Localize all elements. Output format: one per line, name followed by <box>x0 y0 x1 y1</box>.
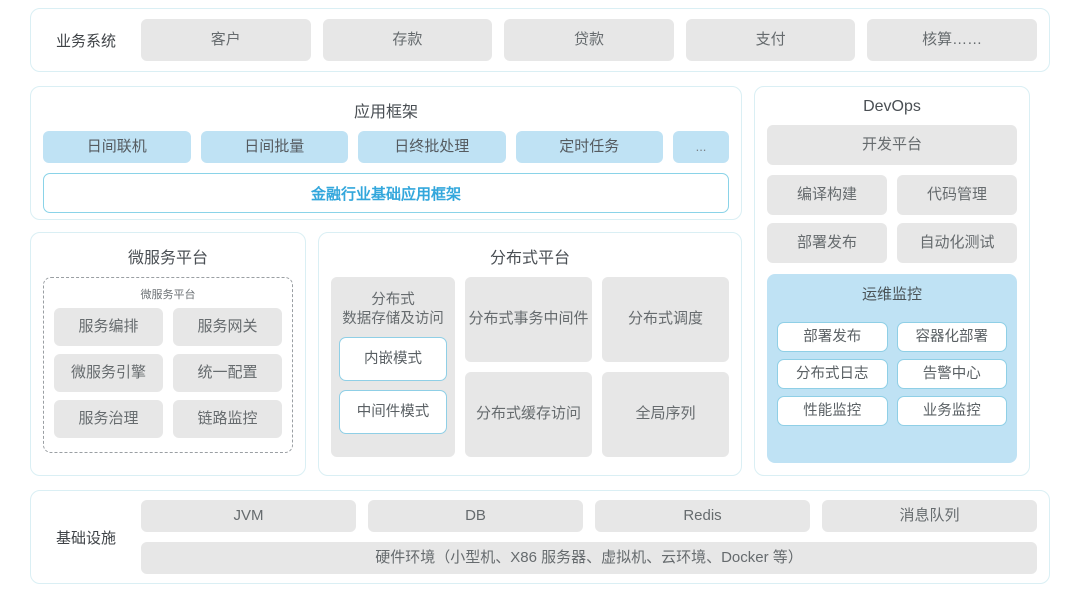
distributed-storage-mode-embedded[interactable]: 内嵌模式 <box>339 336 447 381</box>
middle-region: 应用框架 日间联机 日间批量 日终批处理 定时任务 ... 金融行业基础应用框架… <box>30 86 1050 476</box>
infra-item-redis[interactable]: Redis <box>595 500 810 532</box>
devops-column: DevOps 开发平台 编译构建 代码管理 部署发布 自动化测试 运维监控 部署… <box>754 86 1030 476</box>
infra-item-db[interactable]: DB <box>368 500 583 532</box>
distributed-storage-mode-middleware[interactable]: 中间件模式 <box>339 389 447 434</box>
devops-title: DevOps <box>863 98 921 115</box>
infra-item-hardware-environment[interactable]: 硬件环境（小型机、X86 服务器、虚拟机、云环境、Docker 等） <box>141 542 1037 574</box>
distributed-item-transaction-middleware[interactable]: 分布式 事务中间件 <box>465 277 592 362</box>
infra-item-jvm[interactable]: JVM <box>141 500 356 532</box>
microservice-inner-dashed-box: 微服务平台 服务编排 服务网关 微服务引擎 统一配置 服务治理 链路监控 <box>43 277 293 453</box>
application-framework-chips: 日间联机 日间批量 日终批处理 定时任务 ... <box>43 131 729 163</box>
appfw-chip-daytime-online[interactable]: 日间联机 <box>43 131 191 163</box>
distributed-storage-group[interactable]: 分布式 数据存储及访问 内嵌模式 中间件模式 <box>331 277 455 457</box>
ops-item-deploy-release[interactable]: 部署发布 <box>777 322 888 352</box>
ops-monitoring-panel: 运维监控 部署发布 容器化部署 分布式日志 告警中心 性能监控 业务监控 <box>767 274 1017 463</box>
lower-platform-row: 微服务平台 微服务平台 服务编排 服务网关 微服务引擎 统一配置 服务治理 链路… <box>30 232 742 476</box>
financial-base-framework-banner: 金融行业基础应用框架 <box>43 173 729 213</box>
business-system-row: 业务系统 客户 存款 贷款 支付 核算…… <box>30 8 1050 72</box>
ops-item-alert-center[interactable]: 告警中心 <box>896 359 1007 389</box>
microservice-item-gateway[interactable]: 服务网关 <box>173 308 282 346</box>
devops-item-code-management[interactable]: 代码管理 <box>897 175 1017 215</box>
appfw-chip-eod-batch[interactable]: 日终批处理 <box>358 131 506 163</box>
microservice-platform-card: 微服务平台 微服务平台 服务编排 服务网关 微服务引擎 统一配置 服务治理 链路… <box>30 232 306 476</box>
microservice-item-engine[interactable]: 微服务引擎 <box>54 354 163 392</box>
microservice-item-tracing[interactable]: 链路监控 <box>173 400 282 438</box>
devops-item-deploy-release[interactable]: 部署发布 <box>767 223 887 263</box>
distributed-items-grid: 分布式 事务中间件 分布式调度 分布式 缓存访问 全局序列 <box>465 277 729 457</box>
appfw-chip-scheduled-task[interactable]: 定时任务 <box>515 131 663 163</box>
devops-card: DevOps 开发平台 编译构建 代码管理 部署发布 自动化测试 运维监控 部署… <box>754 86 1030 476</box>
dist-item-0-line2: 事务中间件 <box>513 310 589 328</box>
middle-left-column: 应用框架 日间联机 日间批量 日终批处理 定时任务 ... 金融行业基础应用框架… <box>30 86 742 476</box>
devops-item-automated-testing[interactable]: 自动化测试 <box>897 223 1017 263</box>
business-item-customer[interactable]: 客户 <box>141 19 311 61</box>
ops-item-container-deploy[interactable]: 容器化部署 <box>896 322 1007 352</box>
distributed-item-cache-access[interactable]: 分布式 缓存访问 <box>465 372 592 457</box>
devops-items-grid: 编译构建 代码管理 部署发布 自动化测试 <box>767 175 1017 263</box>
infrastructure-stack: JVM DB Redis 消息队列 硬件环境（小型机、X86 服务器、虚拟机、云… <box>141 500 1037 574</box>
distributed-platform-title: 分布式平台 <box>489 250 570 267</box>
microservice-inner-title: 微服务平台 <box>140 289 196 301</box>
infrastructure-items: JVM DB Redis 消息队列 <box>141 500 1037 532</box>
ops-item-distributed-log[interactable]: 分布式日志 <box>777 359 888 389</box>
distributed-storage-title-line1: 分布式 <box>371 292 415 308</box>
infrastructure-label: 基础设施 <box>55 529 116 547</box>
microservice-item-unified-config[interactable]: 统一配置 <box>173 354 282 392</box>
dist-item-2-line2: 缓存访问 <box>521 405 582 423</box>
infra-item-message-queue[interactable]: 消息队列 <box>822 500 1037 532</box>
ops-monitoring-grid: 部署发布 容器化部署 分布式日志 告警中心 性能监控 业务监控 <box>777 322 1007 426</box>
ops-item-performance-monitoring[interactable]: 性能监控 <box>777 396 888 426</box>
dist-item-2-line1: 分布式 <box>475 405 521 423</box>
dist-item-0-line1: 分布式 <box>468 310 514 328</box>
appfw-chip-more[interactable]: ... <box>673 131 729 163</box>
business-item-payment[interactable]: 支付 <box>685 19 856 61</box>
infrastructure-row: 基础设施 JVM DB Redis 消息队列 硬件环境（小型机、X86 服务器、… <box>30 490 1050 584</box>
ops-monitoring-title: 运维监控 <box>861 286 922 303</box>
business-item-deposit[interactable]: 存款 <box>322 19 493 61</box>
distributed-storage-title-line2: 数据存储及访问 <box>342 310 444 327</box>
application-framework-title: 应用框架 <box>353 104 418 121</box>
distributed-platform-body: 分布式 数据存储及访问 内嵌模式 中间件模式 分布式 事务中间件 分布式调度 <box>331 277 729 457</box>
application-framework-card: 应用框架 日间联机 日间批量 日终批处理 定时任务 ... 金融行业基础应用框架 <box>30 86 742 220</box>
business-item-accounting[interactable]: 核算…… <box>867 19 1037 61</box>
infrastructure-hardware-row: 硬件环境（小型机、X86 服务器、虚拟机、云环境、Docker 等） <box>141 542 1037 574</box>
microservice-item-governance[interactable]: 服务治理 <box>54 400 163 438</box>
microservice-items-grid: 服务编排 服务网关 微服务引擎 统一配置 服务治理 链路监控 <box>54 308 282 438</box>
distributed-platform-card: 分布式平台 分布式 数据存储及访问 内嵌模式 中间件模式 <box>318 232 742 476</box>
distributed-storage-title: 分布式 数据存储及访问 <box>342 285 444 337</box>
ops-item-business-monitoring[interactable]: 业务监控 <box>896 396 1007 426</box>
business-system-label: 业务系统 <box>55 32 116 50</box>
microservice-platform-title: 微服务平台 <box>127 250 208 267</box>
appfw-chip-daytime-batch[interactable]: 日间批量 <box>200 131 348 163</box>
microservice-item-orchestration[interactable]: 服务编排 <box>54 308 163 346</box>
distributed-item-global-sequence[interactable]: 全局序列 <box>602 372 729 457</box>
business-item-loan[interactable]: 贷款 <box>504 19 674 61</box>
devops-item-build[interactable]: 编译构建 <box>767 175 887 215</box>
distributed-item-scheduling[interactable]: 分布式调度 <box>602 277 729 362</box>
devops-item-dev-platform[interactable]: 开发平台 <box>767 125 1017 165</box>
